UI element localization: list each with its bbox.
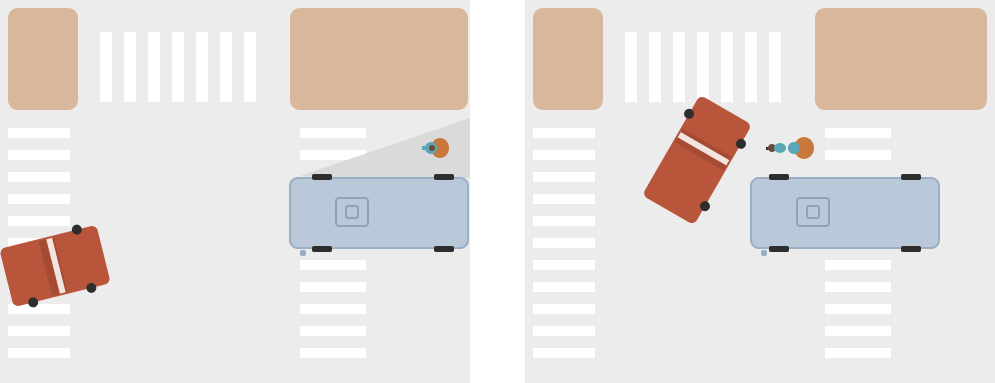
panel-after <box>525 0 995 383</box>
intersection-scene-after <box>525 0 995 383</box>
sidewalk-block-icon <box>290 8 468 110</box>
panel-before <box>0 0 470 383</box>
intersection-scene-before <box>0 0 470 383</box>
sidewalk-block-icon <box>8 8 78 110</box>
sidewalk-block-icon <box>533 8 603 110</box>
sidewalk-block-icon <box>815 8 987 110</box>
bus-icon <box>751 174 939 256</box>
bus-icon <box>290 174 468 256</box>
